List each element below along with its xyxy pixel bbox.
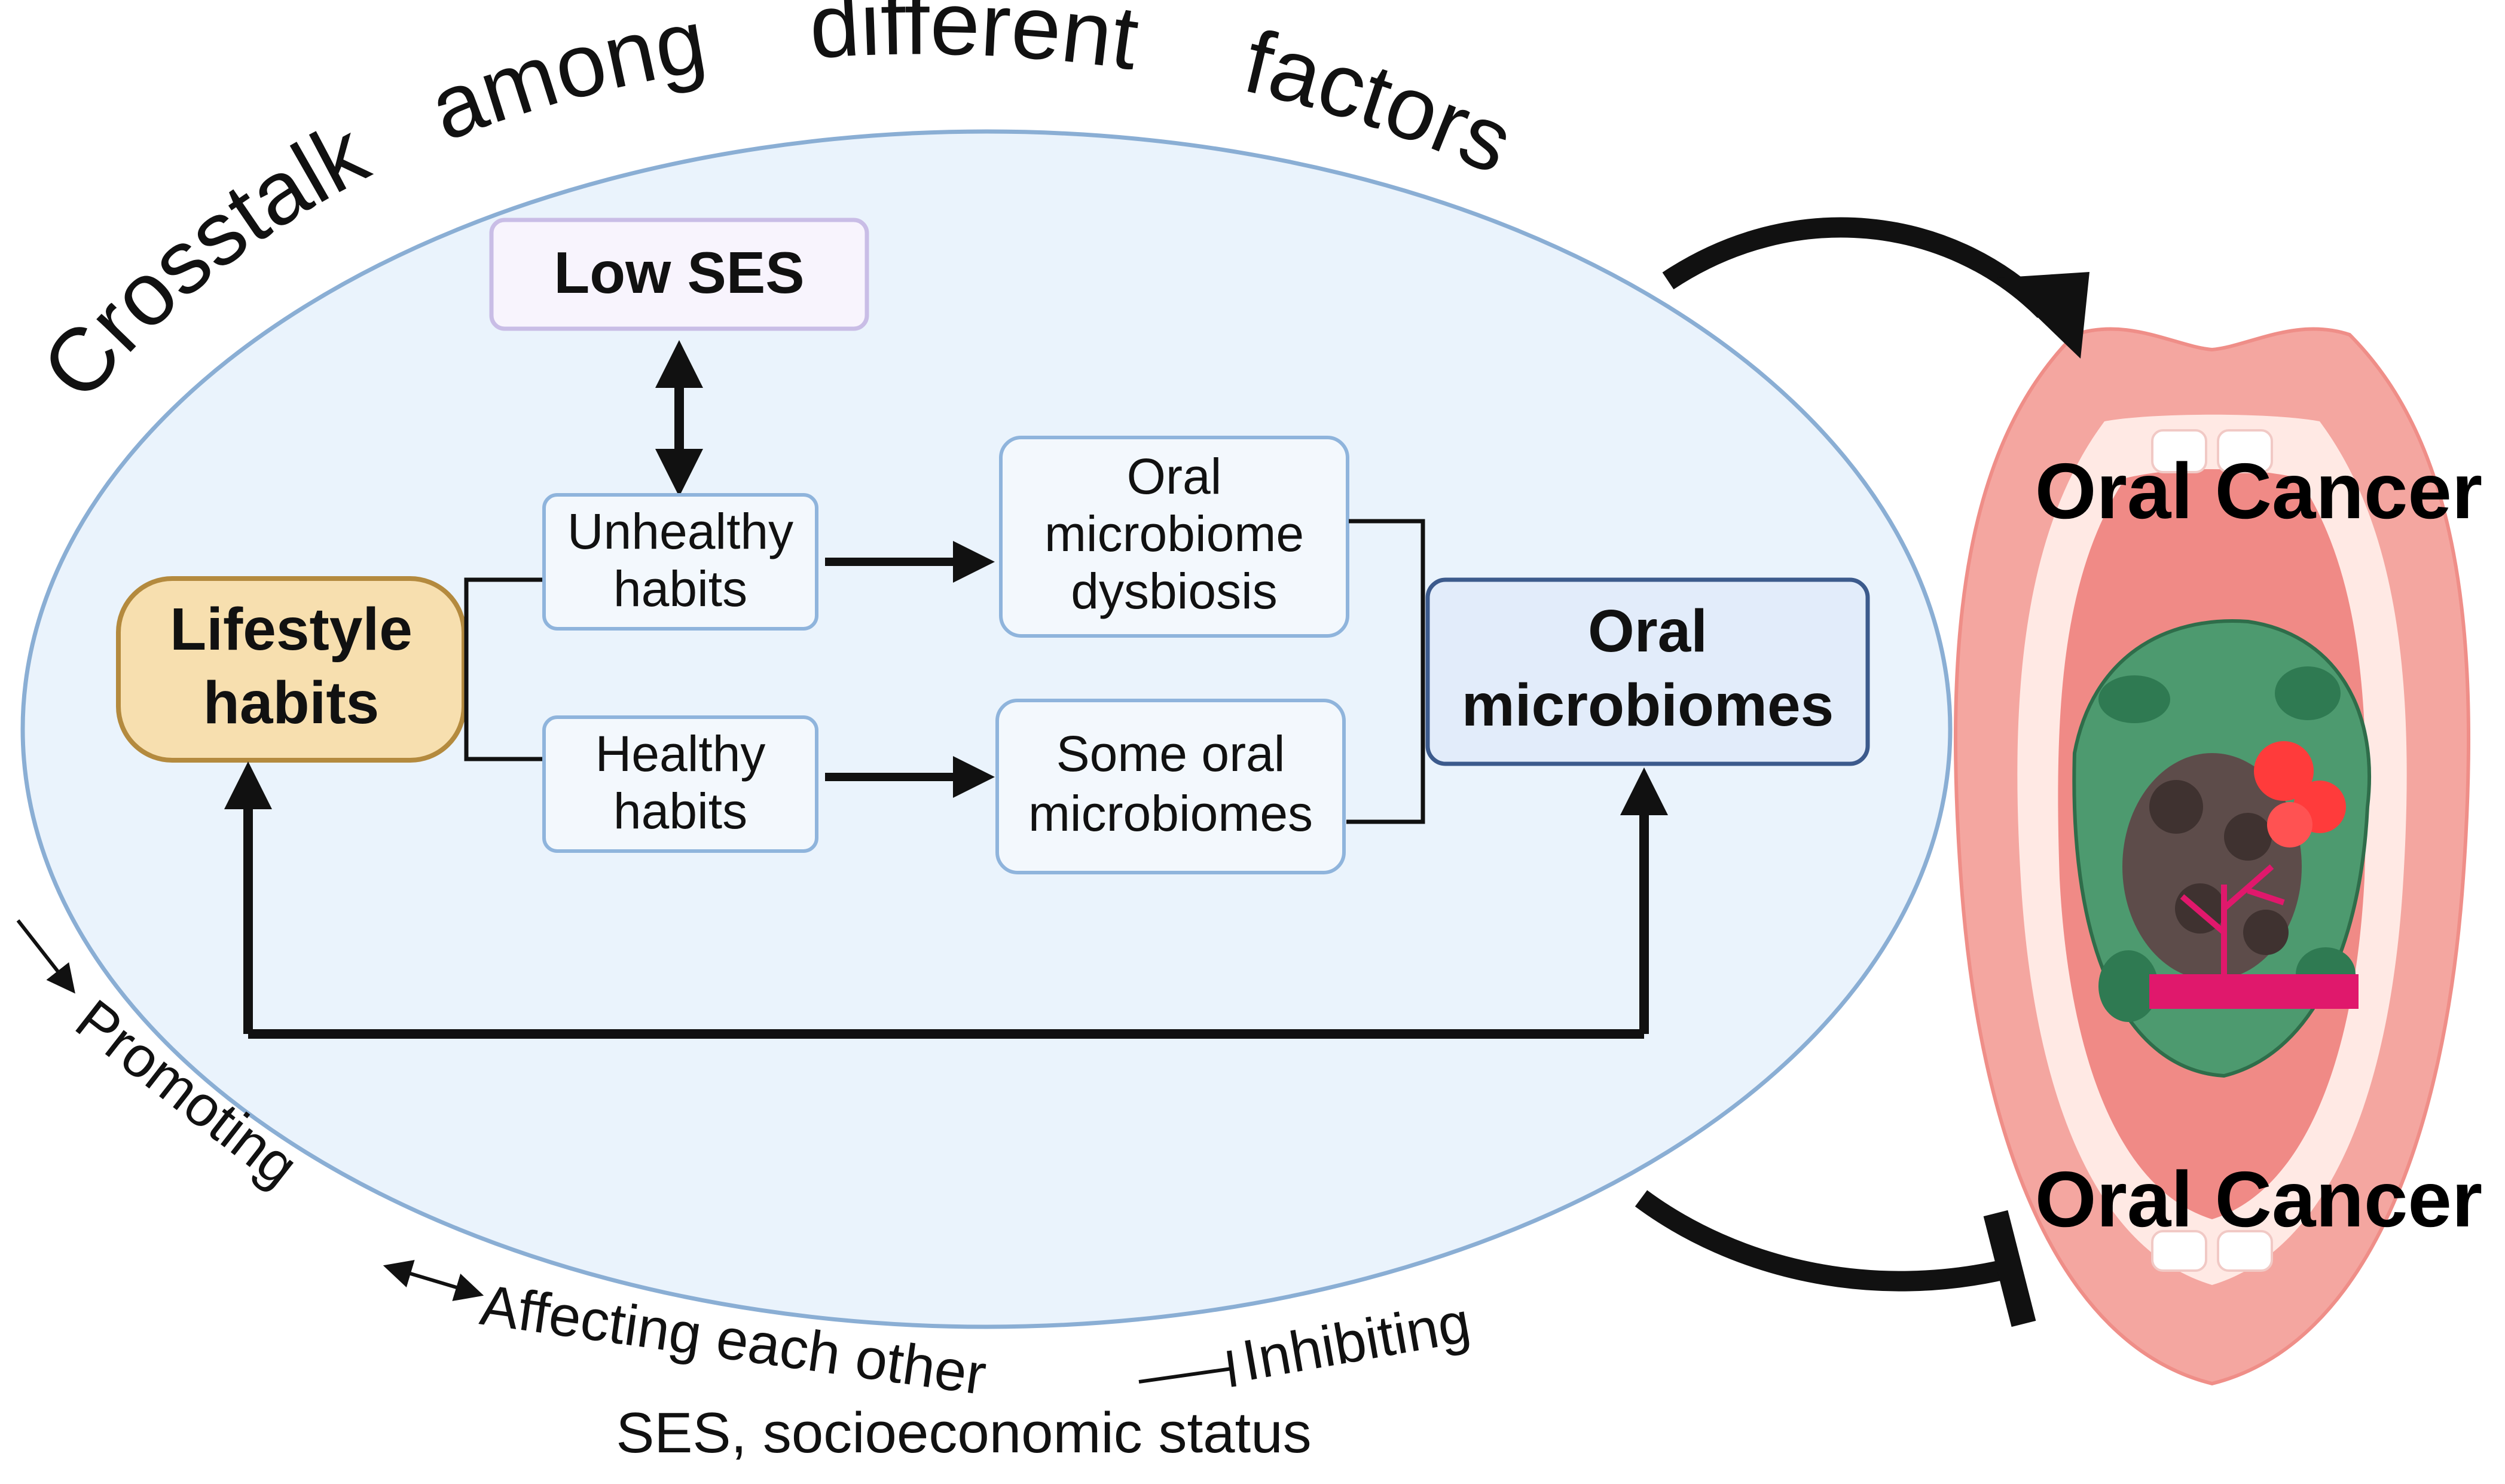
healthy-line-1: Healthy xyxy=(595,726,766,782)
oral-cancer-promoted-label: Oral Cancer xyxy=(2035,447,2482,535)
microbiome-bracket xyxy=(1346,519,1425,824)
promote-curve xyxy=(1662,217,2052,319)
dysbiosis-line-2: microbiome xyxy=(1044,506,1304,562)
legend-promoting-arrow xyxy=(16,919,75,994)
legend-affecting-arrow xyxy=(383,1260,484,1301)
crosstalk-ellipse xyxy=(20,129,1953,1329)
some-oral-microbiomes-box: Some oral microbiomes xyxy=(995,699,1346,874)
tumor-icon xyxy=(2072,619,2372,1078)
healthy-line-2: habits xyxy=(613,783,747,839)
inhibit-curve xyxy=(1635,1190,2018,1292)
lifestyle-bracket xyxy=(464,577,544,761)
legend-inhibiting-bar xyxy=(1227,1350,1236,1387)
low-ses-box: Low SES xyxy=(489,218,869,331)
title-word-2: among xyxy=(417,0,713,160)
dysbiosis-box: Oral microbiome dysbiosis xyxy=(999,436,1349,638)
low-ses-label: Low SES xyxy=(554,240,804,305)
lifestyle-line-1: Lifestyle xyxy=(170,596,413,663)
legend-inhibiting-line xyxy=(1138,1367,1232,1384)
teeth xyxy=(2151,429,2273,1272)
title-word-3: different xyxy=(807,0,1144,88)
dysbiosis-line-1: Oral xyxy=(1127,448,1222,504)
mouth-illustration xyxy=(1953,327,2471,1386)
some-oral-line-1: Some oral xyxy=(1056,726,1285,782)
unhealthy-line-2: habits xyxy=(613,561,747,617)
oral-microbiomes-line-2: microbiomes xyxy=(1462,672,1834,739)
unhealthy-habits-box: Unhealthy habits xyxy=(542,493,818,631)
oral-microbiomes-box: Oral microbiomes xyxy=(1425,577,1870,766)
lifestyle-habits-box: Lifestyle habits xyxy=(116,576,466,763)
unhealthy-line-1: Unhealthy xyxy=(567,503,793,559)
ses-abbreviation-note: SES, socioeconomic status xyxy=(616,1401,1311,1465)
some-oral-line-2: microbiomes xyxy=(1028,785,1313,842)
oral-microbiomes-line-1: Oral xyxy=(1588,598,1707,665)
dysbiosis-line-3: dysbiosis xyxy=(1071,563,1277,619)
blood-vessel-icon xyxy=(2149,864,2359,1009)
inhibit-bar xyxy=(1983,1210,2036,1327)
promote-arrowhead xyxy=(1997,272,2089,359)
healthy-habits-box: Healthy habits xyxy=(542,715,818,853)
oral-cancer-inhibited-label: Oral Cancer xyxy=(2035,1155,2482,1243)
legend-inhibiting: Inhibiting xyxy=(1238,1290,1475,1393)
lifestyle-line-2: habits xyxy=(203,669,379,736)
